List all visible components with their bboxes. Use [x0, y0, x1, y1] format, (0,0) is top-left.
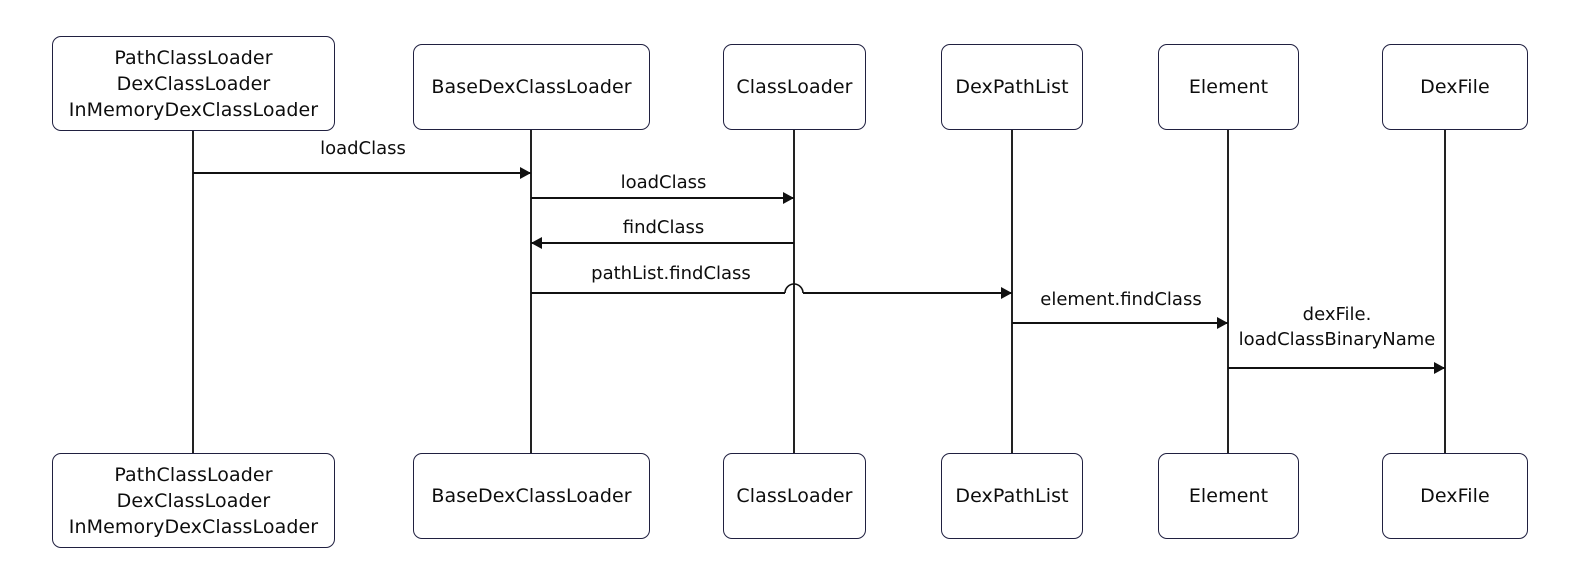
participant-label-dexfile: DexFile	[1420, 485, 1490, 507]
participant-label-classloader: ClassLoader	[736, 485, 853, 507]
lifeline-classloader	[792, 130, 796, 453]
participant-label-dexpathlist: DexPathList	[955, 485, 1069, 507]
message-line-msg-pathlist-findclass-seg0	[531, 292, 785, 294]
message-label-msg-pathlist-findclass: pathList.findClass	[591, 263, 751, 284]
line-jump-arc-msg-pathlist-findclass-0	[784, 283, 804, 294]
participant-label-basedexclassloader: BaseDexClassLoader	[431, 76, 632, 98]
message-label-msg-findclass: findClass	[622, 217, 705, 238]
participant-box-bottom-dexpathlist[interactable]: DexPathList	[941, 453, 1083, 539]
participant-label-classloader: ClassLoader	[736, 76, 853, 98]
participant-box-bottom-element[interactable]: Element	[1158, 453, 1299, 539]
lifeline-pathclassloader	[191, 131, 195, 453]
message-line-msg-dexfile-loadclassbinaryname	[1228, 367, 1445, 369]
message-line-msg-findclass	[531, 242, 794, 244]
participant-label-element: Element	[1188, 485, 1269, 507]
arrowhead-msg-loadclass-1	[520, 166, 531, 179]
arrowhead-msg-findclass	[531, 236, 542, 249]
participant-label-pathclassloader: PathClassLoader DexClassLoader InMemoryD…	[68, 46, 319, 121]
arrowhead-msg-element-findclass	[1217, 316, 1228, 329]
participant-label-dexfile: DexFile	[1420, 76, 1490, 98]
participant-box-bottom-dexfile[interactable]: DexFile	[1382, 453, 1528, 539]
lifeline-element	[1226, 130, 1230, 453]
lifeline-dexfile	[1443, 130, 1447, 453]
message-line-msg-loadclass-2	[531, 197, 794, 199]
message-line-msg-element-findclass	[1012, 322, 1228, 324]
participant-box-top-basedexclassloader[interactable]: BaseDexClassLoader	[413, 44, 650, 130]
message-line-msg-pathlist-findclass-seg1	[803, 292, 1012, 294]
arrowhead-msg-loadclass-2	[783, 191, 794, 204]
arrowhead-msg-pathlist-findclass	[1001, 286, 1012, 299]
lifeline-basedexclassloader	[529, 130, 533, 453]
participant-label-dexpathlist: DexPathList	[955, 76, 1069, 98]
participant-box-top-dexpathlist[interactable]: DexPathList	[941, 44, 1083, 130]
message-label-msg-loadclass-1: loadClass	[320, 138, 406, 159]
arrowhead-msg-dexfile-loadclassbinaryname	[1434, 361, 1445, 374]
message-label-msg-element-findclass: element.findClass	[1040, 289, 1202, 310]
participant-box-top-element[interactable]: Element	[1158, 44, 1299, 130]
participant-box-top-classloader[interactable]: ClassLoader	[723, 44, 866, 130]
participant-box-top-dexfile[interactable]: DexFile	[1382, 44, 1528, 130]
participant-label-element: Element	[1188, 76, 1269, 98]
message-label-msg-dexfile-loadclassbinaryname: dexFile. loadClassBinaryName	[1238, 304, 1436, 350]
participant-box-top-pathclassloader[interactable]: PathClassLoader DexClassLoader InMemoryD…	[52, 36, 335, 131]
message-label-msg-loadclass-2: loadClass	[620, 172, 707, 193]
message-line-msg-loadclass-1	[193, 172, 531, 174]
participant-label-pathclassloader: PathClassLoader DexClassLoader InMemoryD…	[68, 463, 319, 538]
participant-box-bottom-basedexclassloader[interactable]: BaseDexClassLoader	[413, 453, 650, 539]
participant-box-bottom-classloader[interactable]: ClassLoader	[723, 453, 866, 539]
participant-label-basedexclassloader: BaseDexClassLoader	[431, 485, 632, 507]
participant-box-bottom-pathclassloader[interactable]: PathClassLoader DexClassLoader InMemoryD…	[52, 453, 335, 548]
